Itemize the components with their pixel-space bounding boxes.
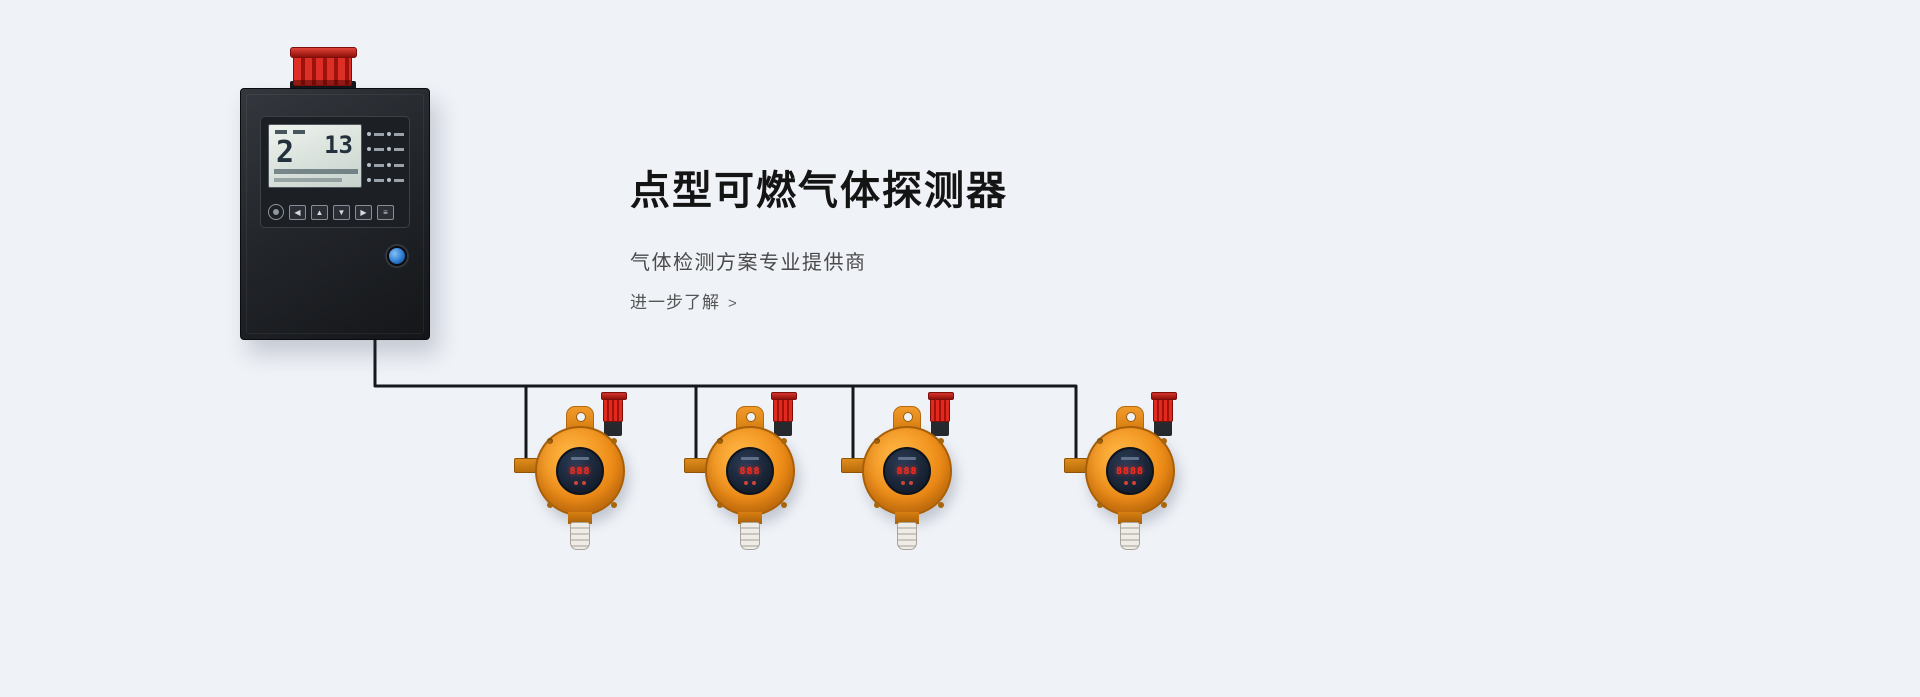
- sensor-neck: [1118, 512, 1142, 524]
- detector-display: 8888: [1106, 447, 1154, 495]
- detector-display-value: 888: [896, 466, 918, 477]
- learn-more-label: 进一步了解: [630, 293, 720, 312]
- panel-button-down: ▼: [333, 204, 350, 220]
- gas-detector-2: 888: [670, 392, 830, 550]
- gas-detector-1: 888: [500, 392, 660, 550]
- cabinet-lock-button: [387, 246, 407, 266]
- detector-display: 888: [556, 447, 604, 495]
- panel-button-row: ◀ ▲ ▼ ▶ ≡: [268, 204, 404, 220]
- body-bolts: [547, 438, 553, 444]
- gas-alarm-controller: 2 13 ◀ ▲ ▼ ▶ ≡: [240, 47, 430, 340]
- sensor-neck: [895, 512, 919, 524]
- status-indicator: [387, 143, 405, 157]
- status-indicator: [387, 127, 405, 141]
- body-bolts: [717, 438, 723, 444]
- detector-body: 888: [862, 426, 952, 516]
- cable-main: [373, 334, 1078, 462]
- status-indicator: [367, 174, 385, 188]
- lcd-text-line: [274, 169, 358, 174]
- alarm-beacon: [290, 47, 357, 86]
- learn-more-link[interactable]: 进一步了解 >: [630, 288, 738, 313]
- detector-display-value: 8888: [1115, 466, 1145, 477]
- panel-button-next: ▶: [355, 204, 372, 220]
- status-indicator: [367, 127, 385, 141]
- detector-display: 888: [726, 447, 774, 495]
- hero-subtitle: 气体检测方案专业提供商: [630, 252, 867, 274]
- sensor-head: [740, 522, 760, 550]
- status-indicator: [367, 158, 385, 172]
- gas-detector-3: 888: [827, 392, 987, 550]
- detector-beacon-base: [1154, 420, 1172, 436]
- detector-beacon-base: [604, 420, 622, 436]
- detector-display-value: 888: [739, 466, 761, 477]
- page-title: 点型可燃气体探测器: [630, 169, 1008, 213]
- panel-button-prev: ◀: [289, 204, 306, 220]
- detector-alarm-beacon: [928, 392, 954, 422]
- lcd-status-icons: [275, 130, 287, 134]
- detector-beacon-base: [931, 420, 949, 436]
- status-indicator: [387, 158, 405, 172]
- detector-beacon-base: [774, 420, 792, 436]
- sensor-neck: [738, 512, 762, 524]
- panel-button-up: ▲: [311, 204, 328, 220]
- detector-alarm-beacon: [771, 392, 797, 422]
- sensor-head: [570, 522, 590, 550]
- gas-detector-4: 8888: [1050, 392, 1210, 550]
- sensor-head: [897, 522, 917, 550]
- buzzer-icon: [268, 204, 284, 220]
- lcd-reading-value: 13: [324, 131, 353, 159]
- detector-display: 888: [883, 447, 931, 495]
- sensor-neck: [568, 512, 592, 524]
- status-indicator: [367, 143, 385, 157]
- detector-body: 888: [705, 426, 795, 516]
- status-indicator-grid: [367, 127, 405, 187]
- chevron-right-icon: >: [728, 295, 738, 312]
- detector-body: 8888: [1085, 426, 1175, 516]
- detector-body: 888: [535, 426, 625, 516]
- lcd-zone-value: 2: [276, 135, 295, 170]
- panel-button-menu: ≡: [377, 204, 394, 220]
- hero-text-block: 点型可燃气体探测器 气体检测方案专业提供商 进一步了解 >: [630, 158, 1270, 338]
- lcd-text-line: [274, 178, 342, 182]
- status-indicator: [387, 174, 405, 188]
- body-bolts: [1097, 438, 1103, 444]
- detector-alarm-beacon: [601, 392, 627, 422]
- detector-alarm-beacon: [1151, 392, 1177, 422]
- controller-front-panel: 2 13 ◀ ▲ ▼ ▶ ≡: [260, 116, 410, 228]
- detector-display-value: 888: [569, 466, 591, 477]
- lcd-screen: 2 13: [268, 124, 362, 188]
- sensor-head: [1120, 522, 1140, 550]
- body-bolts: [874, 438, 880, 444]
